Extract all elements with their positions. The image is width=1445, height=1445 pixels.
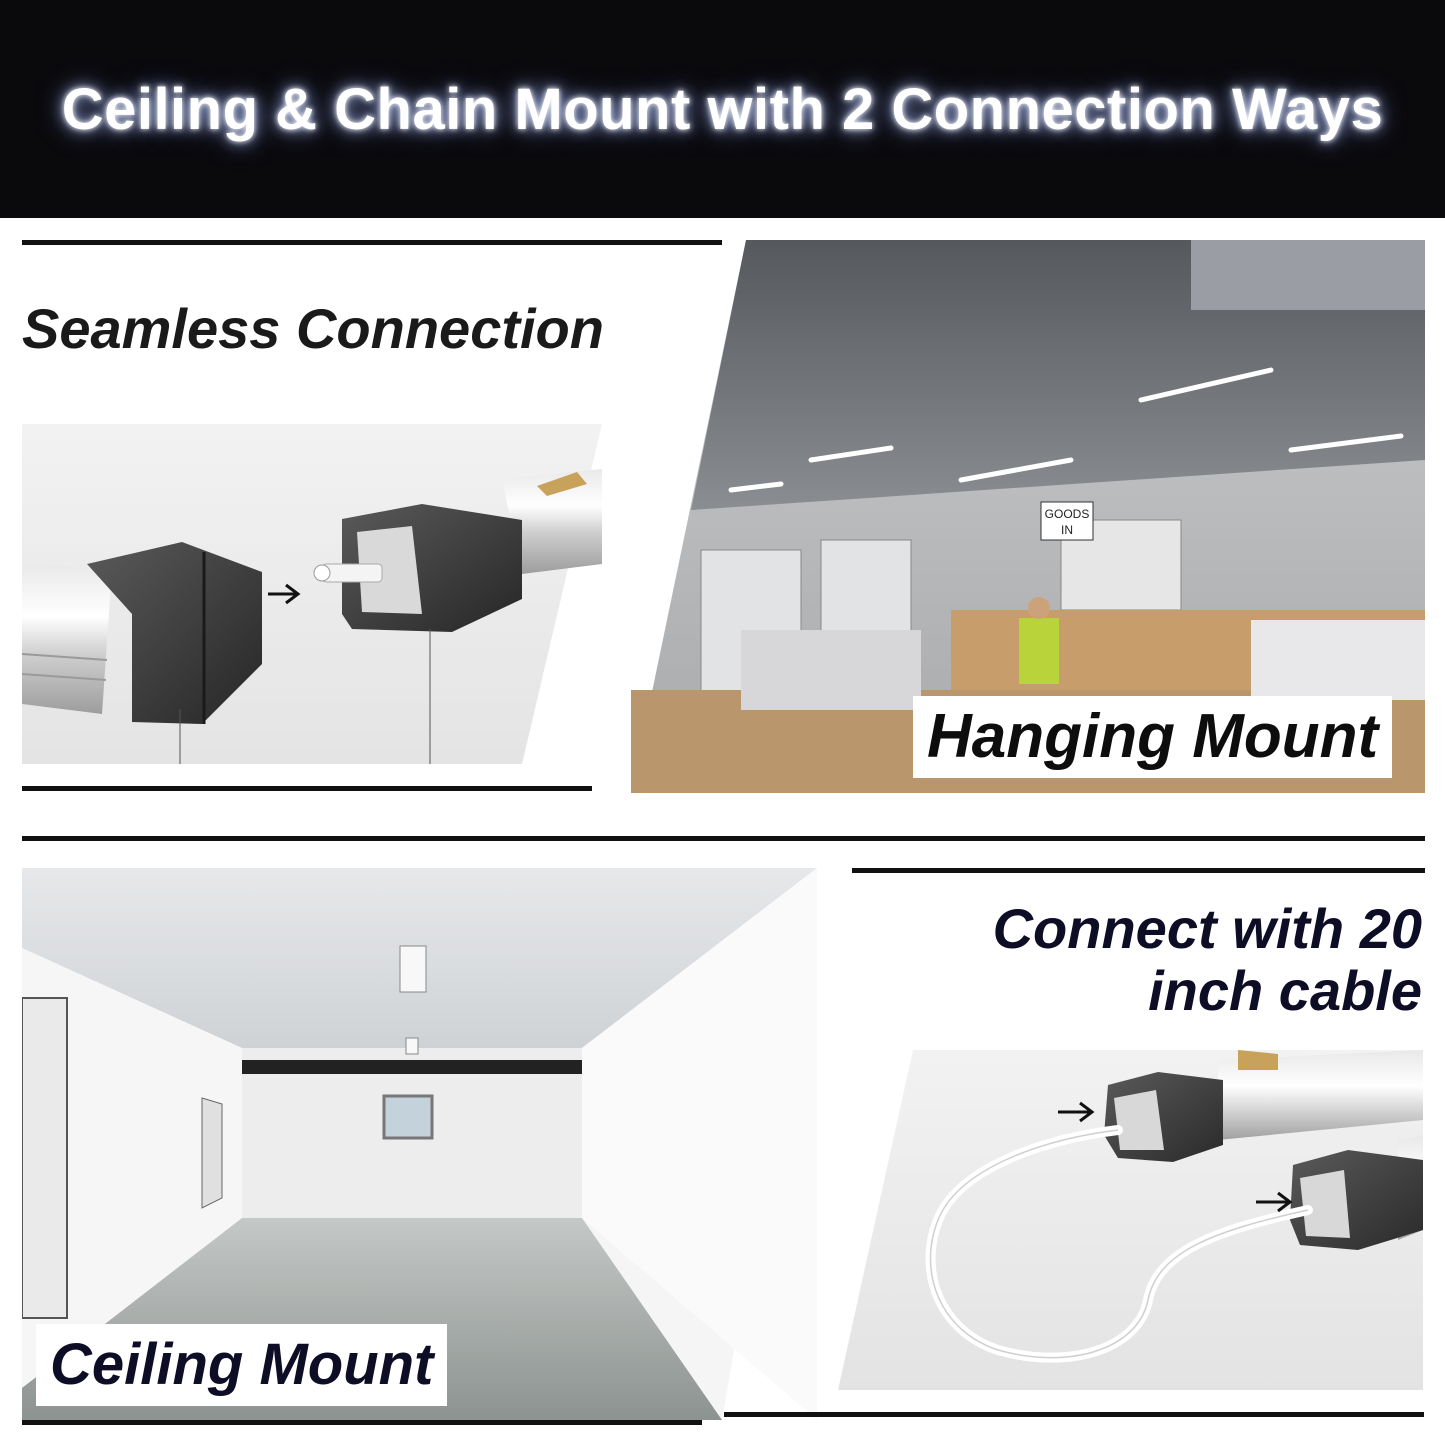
divider-bottom-left (22, 1420, 702, 1425)
arrow-right-icon (1256, 1191, 1293, 1213)
arrow-right-icon (1058, 1101, 1095, 1123)
svg-text:GOODS: GOODS (1045, 507, 1090, 521)
svg-text:IN: IN (1061, 523, 1073, 537)
hanging-mount-photo: GOODS IN Hanging Mount (631, 240, 1425, 793)
ceiling-mount-photo: Ceiling Mount (22, 868, 817, 1420)
cable-heading-line2: inch cable (1148, 959, 1422, 1022)
ceiling-mount-label: Ceiling Mount (36, 1324, 448, 1406)
cable-connection-illustration (838, 1050, 1423, 1390)
page-title: Ceiling & Chain Mount with 2 Connection … (61, 76, 1384, 142)
title-banner: Ceiling & Chain Mount with 2 Connection … (0, 0, 1445, 218)
seamless-heading: Seamless Connection (22, 297, 604, 360)
divider-center (22, 836, 1425, 841)
divider-top-left (22, 240, 722, 245)
seamless-connection-illustration (22, 424, 602, 764)
divider-bottom-right-top (852, 868, 1425, 873)
warehouse-scene: GOODS IN (631, 240, 1425, 793)
hanging-mount-label: Hanging Mount (913, 696, 1393, 778)
arrow-right-icon (268, 583, 301, 605)
cable-heading: Connect with 20 inch cable (852, 898, 1422, 1022)
cable-diagram (838, 1050, 1423, 1390)
cable-heading-line1: Connect with 20 (992, 897, 1422, 960)
connector-diagram (22, 424, 602, 764)
divider-mid-left (22, 786, 592, 791)
divider-bottom-right (724, 1412, 1424, 1417)
